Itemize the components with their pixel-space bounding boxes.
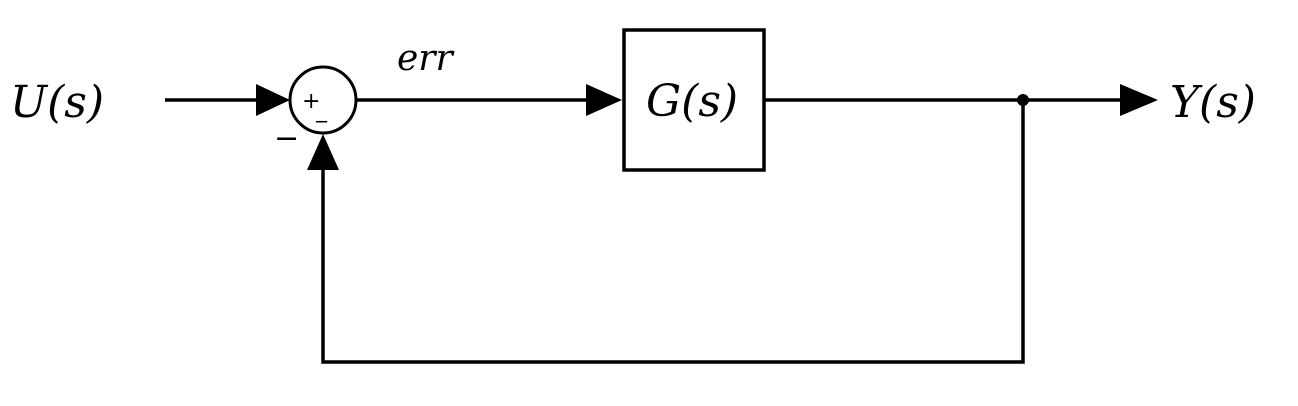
error-label: err [397, 38, 455, 79]
sum-minus-sign-outer: − [274, 121, 299, 156]
output-arrowhead [1120, 84, 1158, 116]
sum-plus-sign: + [302, 89, 320, 114]
input-label: U(s) [10, 77, 104, 128]
input-arrowhead [256, 84, 290, 116]
error-arrowhead [586, 84, 622, 116]
output-label: Y(s) [1170, 77, 1256, 128]
sum-minus-sign-inner: _ [315, 98, 328, 123]
feedback-wire [321, 100, 1025, 364]
plant-block-label: G(s) [646, 76, 738, 127]
feedback-arrowhead [307, 134, 339, 170]
